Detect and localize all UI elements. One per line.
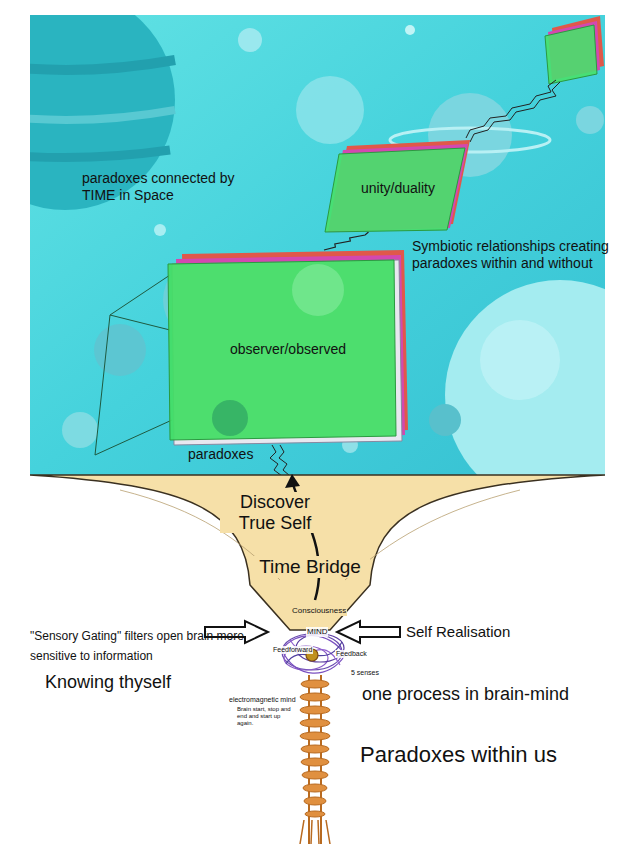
spine-part bbox=[300, 719, 330, 727]
spine-part bbox=[326, 820, 330, 844]
spine-part bbox=[300, 820, 304, 844]
node-text: Discover True Self bbox=[220, 492, 330, 533]
spine-part bbox=[300, 706, 330, 714]
space-background-part bbox=[154, 224, 166, 236]
time-thread-connector bbox=[324, 232, 369, 250]
shape-part bbox=[285, 474, 300, 488]
small-paradox-box-part bbox=[545, 25, 597, 84]
brain-part-label: 5 senses bbox=[350, 669, 380, 677]
space-background-part bbox=[30, 150, 170, 158]
note: paradoxes bbox=[188, 446, 253, 463]
time-thread-part bbox=[279, 445, 290, 476]
shape-part bbox=[30, 475, 605, 630]
space-background bbox=[30, 15, 605, 475]
spine-part bbox=[311, 820, 312, 844]
space-background-part bbox=[30, 60, 175, 70]
brain-part-label: Brain start, stop and end and start up a… bbox=[236, 706, 298, 728]
spine-part bbox=[304, 797, 326, 805]
node-text: Time Bridge bbox=[250, 556, 370, 578]
shape-part bbox=[212, 400, 248, 436]
shape-part bbox=[325, 148, 465, 232]
paradox-box: unity/duality bbox=[325, 140, 470, 232]
space-background-part bbox=[62, 412, 98, 448]
shape-part bbox=[168, 260, 396, 440]
space-background-part bbox=[405, 25, 415, 35]
space-background-part bbox=[576, 106, 604, 134]
space-background-part bbox=[429, 404, 461, 436]
brain-part-label: Feedback bbox=[335, 650, 368, 658]
spine-part bbox=[305, 811, 325, 817]
node-text: observer/observed bbox=[230, 341, 346, 357]
hollow-arrows-part bbox=[337, 621, 400, 643]
spine-part bbox=[302, 771, 328, 779]
heading: one process in brain-mind bbox=[362, 684, 569, 706]
shape-part bbox=[120, 490, 520, 580]
time-thread-part bbox=[470, 82, 560, 142]
spine-part bbox=[301, 680, 329, 688]
space-background-part bbox=[94, 324, 146, 376]
spine-part bbox=[300, 732, 330, 740]
note: "Sensory Gating" filters open brain more… bbox=[30, 626, 262, 666]
space-background-part bbox=[480, 320, 560, 400]
paradox-box: observer/observed bbox=[168, 250, 408, 445]
spine-part bbox=[301, 745, 329, 753]
perspective-lines bbox=[95, 275, 172, 455]
space-background-part bbox=[296, 76, 364, 144]
time-thread-part bbox=[466, 80, 556, 138]
brain-part-label: electromagnetic mind bbox=[228, 696, 297, 704]
spine-part bbox=[301, 758, 329, 766]
time-thread-part bbox=[270, 445, 282, 476]
spine-part bbox=[303, 784, 327, 792]
shape-part bbox=[292, 264, 344, 316]
node-text: unity/duality bbox=[361, 180, 435, 196]
perspective-lines-part bbox=[95, 275, 172, 455]
space-background-part bbox=[445, 280, 605, 475]
perspective-lines-part bbox=[110, 315, 170, 330]
heading: Paradoxes within us bbox=[360, 742, 557, 768]
note: Symbiotic relationships creating paradox… bbox=[412, 238, 612, 272]
note: Self Realisation bbox=[406, 623, 510, 641]
brain-part-label: MIND bbox=[306, 627, 328, 637]
spine-part bbox=[318, 820, 319, 844]
brain-part-label: Consciousness bbox=[291, 606, 347, 616]
spine-part bbox=[300, 693, 330, 701]
note: paradoxes connected by TIME in Space bbox=[82, 170, 257, 204]
heading: Knowing thyself bbox=[45, 672, 171, 694]
small-paradox-box bbox=[545, 16, 604, 84]
space-background-part bbox=[238, 28, 262, 52]
spine bbox=[300, 675, 330, 844]
brain-part-label: Feedforward bbox=[272, 646, 313, 654]
space-background-part bbox=[30, 110, 175, 120]
